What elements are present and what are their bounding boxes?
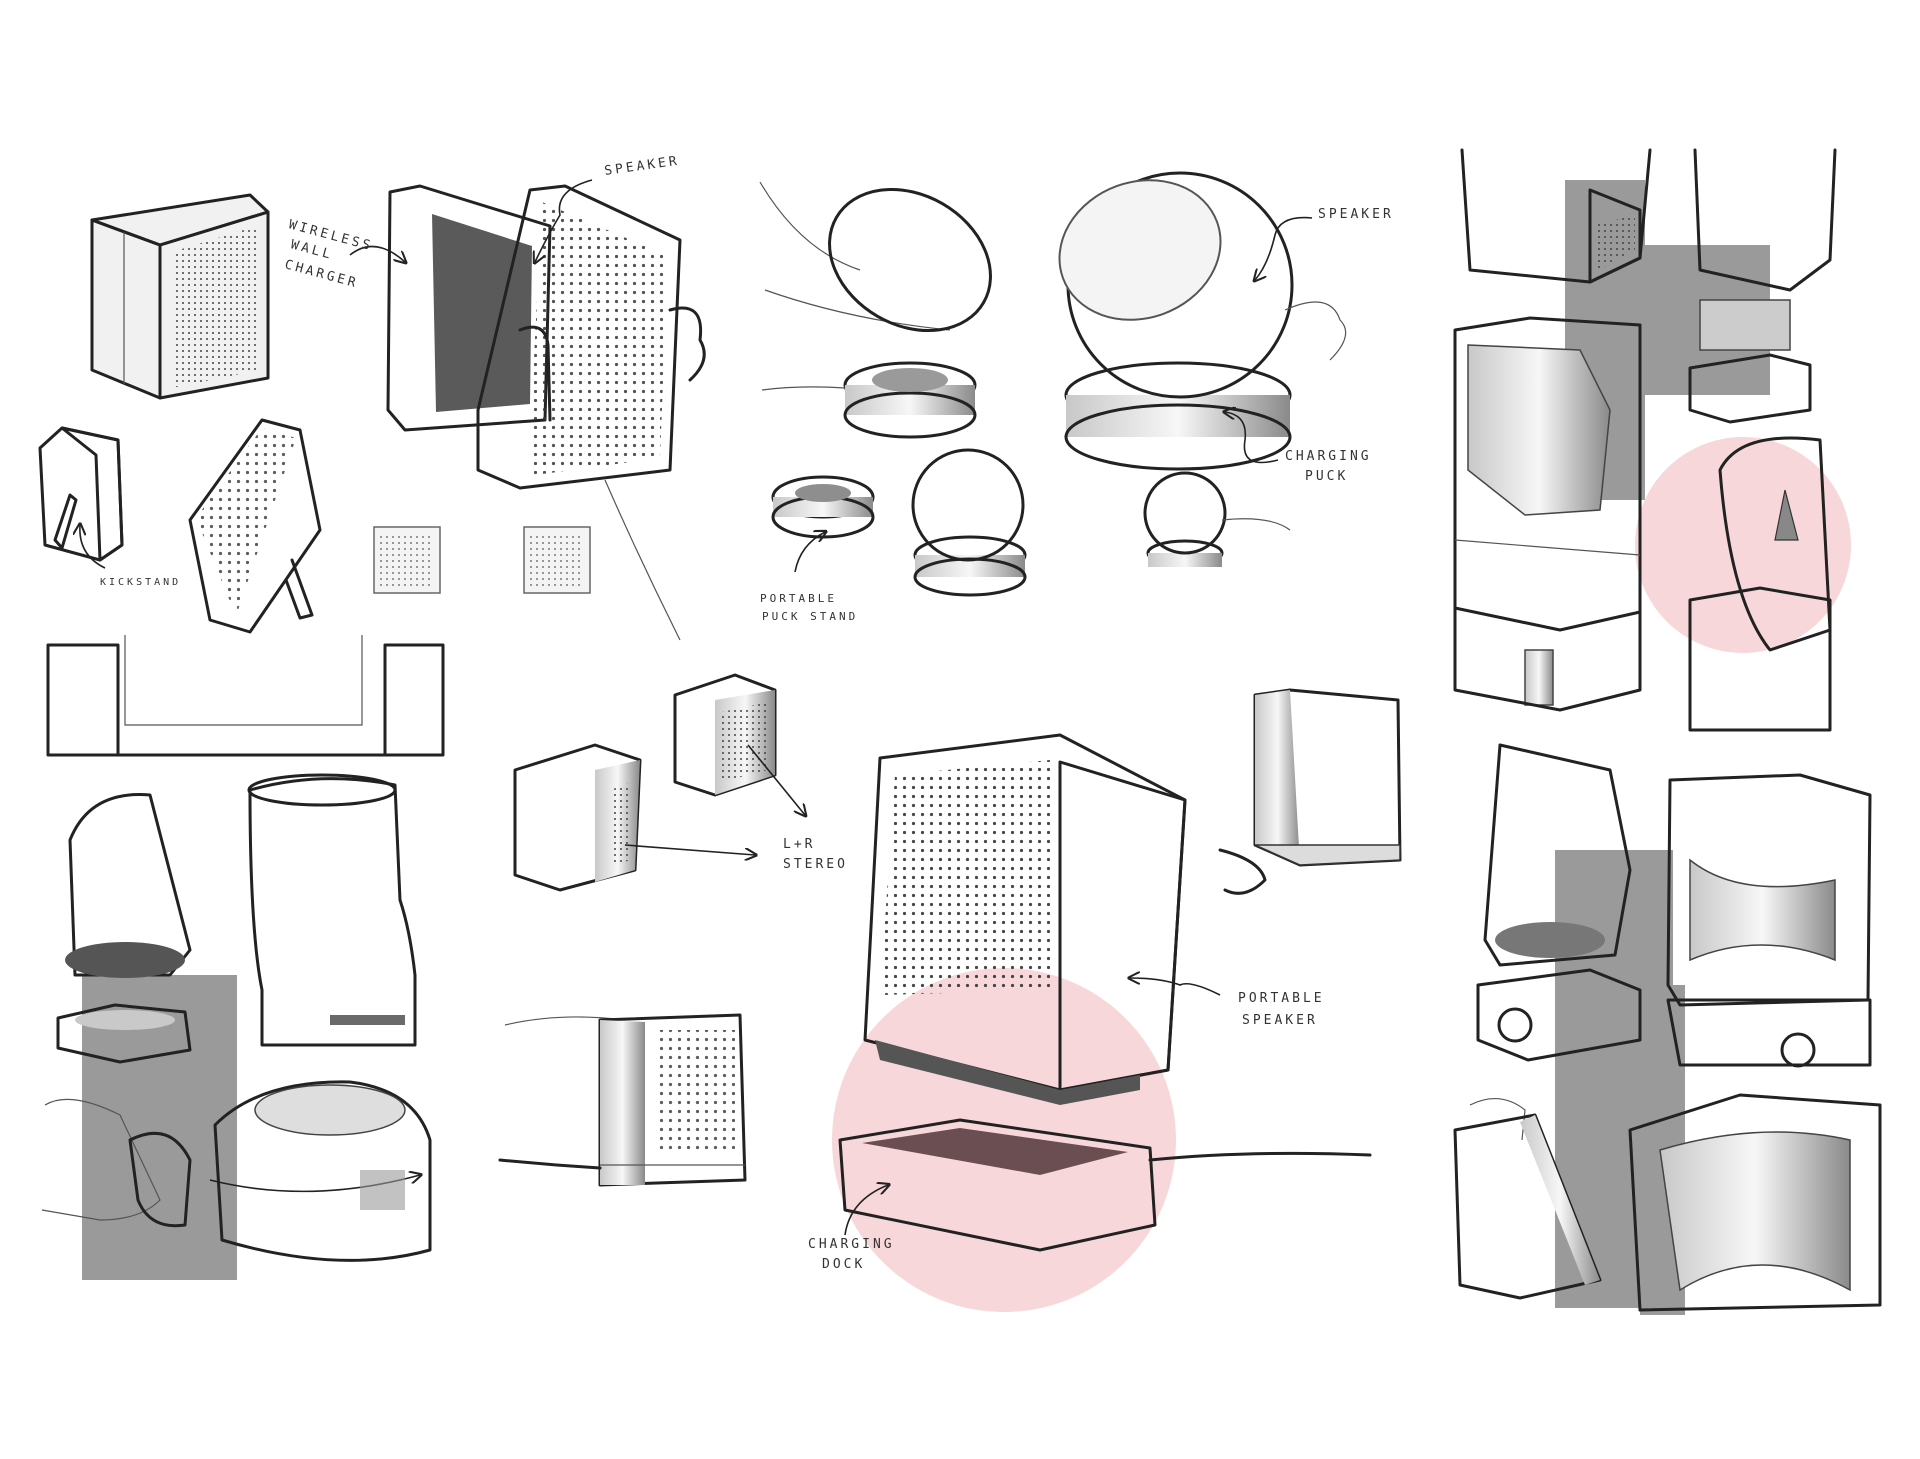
tube-speaker-sketch xyxy=(56,793,192,1064)
carry-speaker-sketch xyxy=(1453,1098,1602,1300)
label-portable-puck-stand-1: PORTABLE xyxy=(760,592,837,605)
stereo-cubes-sketch xyxy=(513,673,777,892)
label-charging-puck-2: PUCK xyxy=(1305,469,1348,484)
label-portable-speaker-1: PORTABLE xyxy=(1238,991,1325,1006)
dome-dock-sketch xyxy=(209,1080,432,1262)
wall-charger-speaker-sketch xyxy=(386,184,706,641)
tall-cylinder-sketch xyxy=(247,773,417,1047)
label-portable-speaker-2: SPEAKER xyxy=(1242,1013,1318,1028)
label-speaker-puck: SPEAKER xyxy=(1318,207,1394,222)
wide-stereo-sketch xyxy=(46,635,445,757)
portable-speaker-sketch xyxy=(863,733,1187,1105)
small-sphere-sketch xyxy=(1143,471,1291,567)
hand-tube-sketch xyxy=(41,1098,192,1228)
label-charging-dock-2: DOCK xyxy=(822,1257,865,1272)
large-sphere-speaker-sketch xyxy=(1058,171,1347,471)
hand-cube-speaker-sketch xyxy=(498,1013,747,1187)
label-stereo-1: L+R xyxy=(783,837,815,852)
sphere-on-puck-sketch xyxy=(911,448,1027,597)
label-wireless-wall-charger-3: CHARGER xyxy=(283,257,360,291)
tall-dock-top-sketch xyxy=(1460,148,1652,284)
mini-speaker-icons xyxy=(373,526,591,594)
label-speaker-top: SPEAKER xyxy=(603,154,680,179)
puck-stand-sketch xyxy=(771,475,875,539)
kickstand-speaker-sketch xyxy=(38,418,322,634)
tall-cube-dock-sketch xyxy=(1666,773,1872,1068)
small-tower-speaker-sketch xyxy=(1218,688,1402,895)
square-speaker-sketch xyxy=(90,193,270,400)
sphere-hand-sketch xyxy=(759,181,992,439)
label-charging-dock-1: CHARGING xyxy=(808,1237,895,1252)
folding-speaker-sketch xyxy=(1476,743,1642,1062)
label-charging-puck-1: CHARGING xyxy=(1285,449,1372,464)
label-portable-puck-stand-2: PUCK STAND xyxy=(762,610,858,623)
leader-lines xyxy=(80,179,1313,1236)
label-stereo-2: STEREO xyxy=(783,857,848,872)
side-dock-sketch xyxy=(1688,148,1837,732)
curved-dock-sketch xyxy=(1628,1093,1882,1312)
label-kickstand: KICKSTAND xyxy=(100,577,181,588)
charging-dock-sketch xyxy=(838,1118,1372,1252)
tall-dock-main-sketch xyxy=(1453,316,1642,712)
